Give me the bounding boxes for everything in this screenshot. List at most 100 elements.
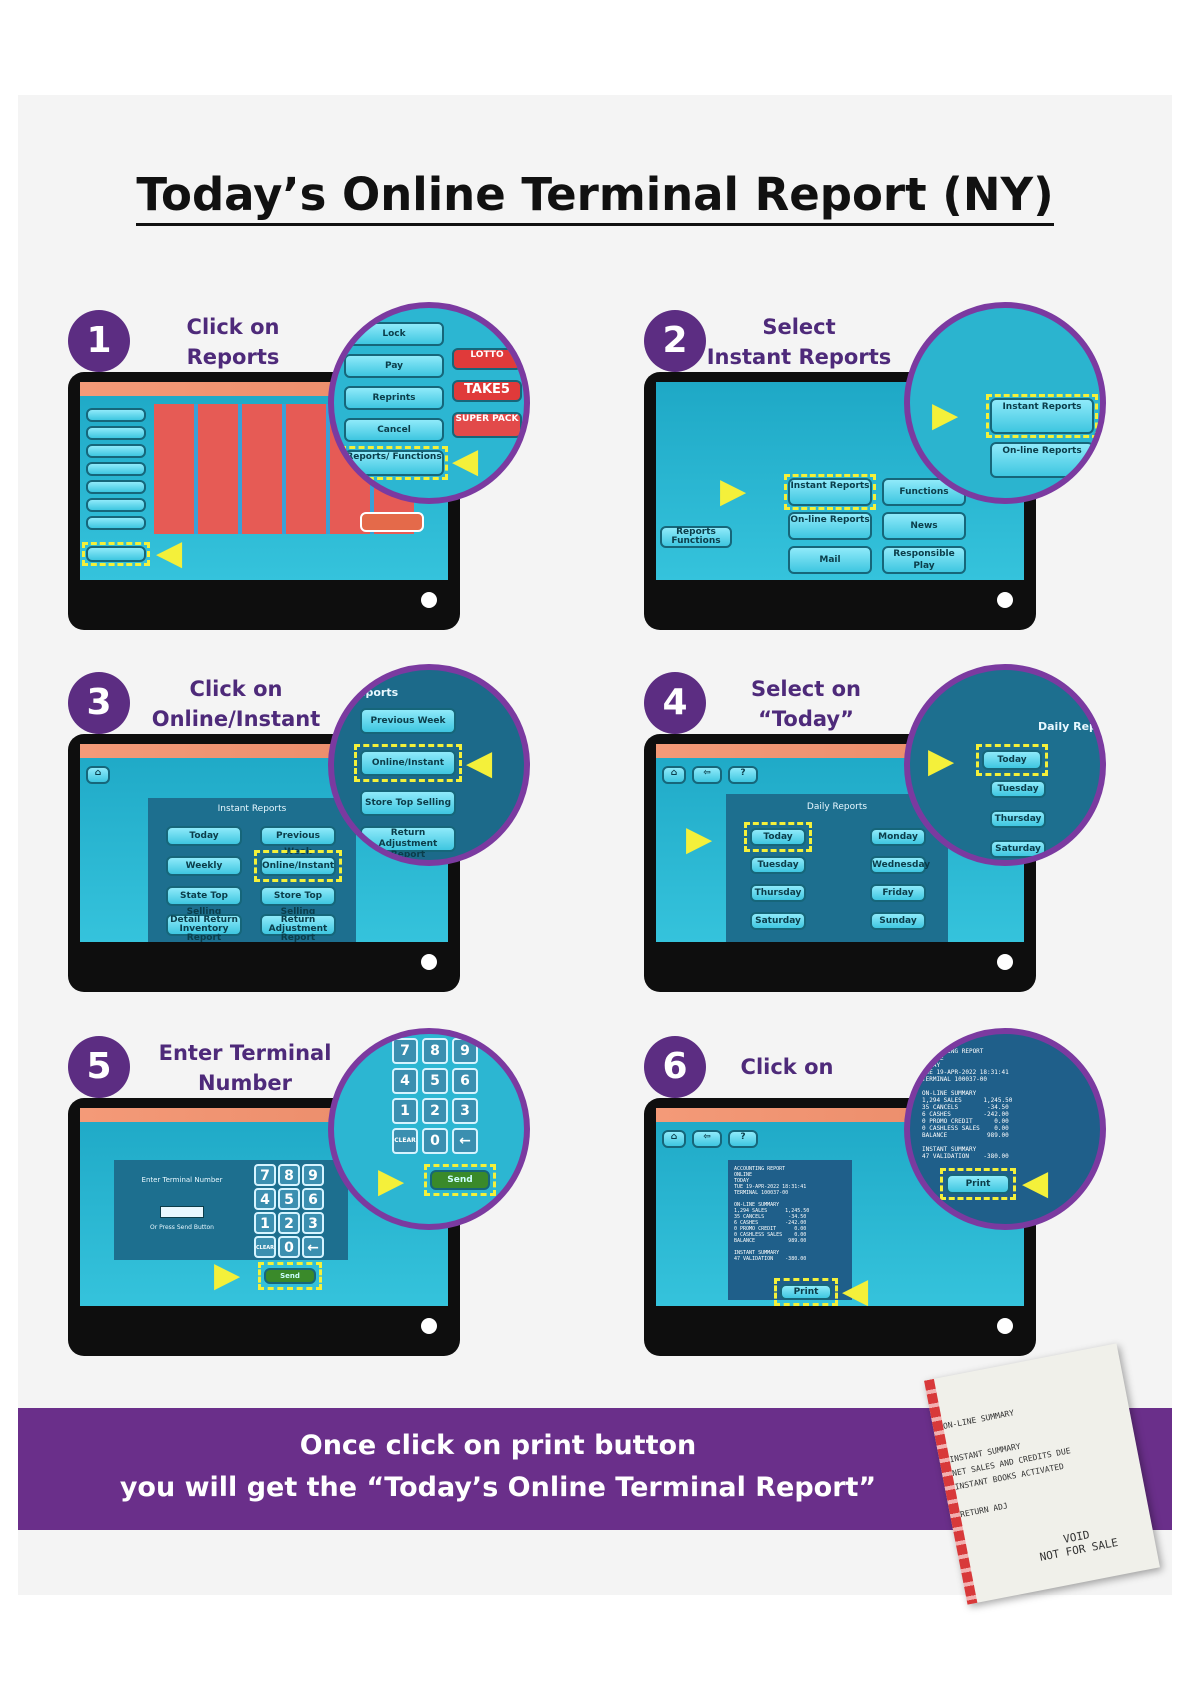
key-2[interactable]: 2 [422, 1098, 448, 1124]
responsible-play-button[interactable]: Responsible Play [882, 546, 966, 574]
key-6[interactable]: 6 [452, 1068, 478, 1094]
key-9[interactable]: 9 [302, 1164, 324, 1186]
today-button[interactable]: Today [166, 826, 242, 846]
step-number: 3 [68, 672, 130, 734]
mail-button[interactable]: Mail [788, 546, 872, 574]
print-button[interactable]: Print [780, 1284, 832, 1300]
key-8[interactable]: 8 [422, 1038, 448, 1064]
detail-return-inventory-button[interactable]: Detail Return Inventory Report [166, 914, 242, 942]
backspace-key[interactable]: ← [452, 1128, 478, 1154]
reports-functions-button[interactable]: Reports/ Functions [344, 450, 444, 476]
thursday-button[interactable]: Thursday [750, 884, 806, 902]
highlight-box [976, 744, 1048, 776]
key-1[interactable]: 1 [392, 1098, 418, 1124]
instant-reports-button[interactable]: Instant Reports [788, 478, 872, 506]
wednesday-button[interactable]: Wednesday [870, 856, 930, 874]
reports-functions-button[interactable] [86, 546, 146, 562]
home-icon[interactable]: ⌂ [86, 766, 110, 784]
key-6[interactable]: 6 [302, 1188, 324, 1210]
menu-button[interactable] [86, 426, 146, 440]
online-reports-button[interactable]: On-line Reports [788, 512, 872, 540]
terminal-number-field[interactable] [160, 1206, 204, 1218]
reprints-button[interactable]: Reprints [344, 386, 444, 410]
arrow-right-icon: ▶ [214, 1255, 241, 1295]
play-again-button[interactable] [360, 512, 424, 532]
arrow-left-icon: ◀ [452, 441, 479, 481]
store-top-selling-button[interactable]: Store Top Selling [360, 790, 456, 816]
help-icon[interactable]: ? [728, 1130, 758, 1148]
today-button[interactable]: Today [750, 828, 806, 846]
tuesday-button[interactable]: Tuesday [990, 780, 1046, 798]
take5-button[interactable]: TAKE5 [452, 380, 522, 402]
key-0[interactable]: 0 [422, 1128, 448, 1154]
home-icon[interactable]: ⌂ [662, 1130, 686, 1148]
return-adjustment-button[interactable]: Return Adjustment Report [360, 826, 456, 860]
key-5[interactable]: 5 [278, 1188, 300, 1210]
saturday-button[interactable]: Saturday [750, 912, 806, 930]
send-button[interactable]: Send [264, 1268, 316, 1284]
cancel-button[interactable]: Cancel [344, 418, 444, 442]
functions-button[interactable]: Functions [882, 478, 966, 506]
step-6: 6 Click on Print ACCOUNTING REPORT ONLIN… [594, 1028, 1114, 1366]
thursday-button[interactable]: Thursday [990, 810, 1046, 828]
instant-reports-button[interactable]: Instant Reports [990, 398, 1094, 434]
back-arrow-icon[interactable]: ⇦ [692, 766, 722, 784]
highlight-box [254, 850, 342, 882]
menu-button[interactable] [86, 498, 146, 512]
friday-button[interactable]: Friday [870, 884, 926, 902]
key-3[interactable]: 3 [452, 1098, 478, 1124]
key-9[interactable]: 9 [452, 1038, 478, 1064]
pay-button[interactable]: Pay [344, 354, 444, 378]
lock-button[interactable]: Lock [344, 322, 444, 346]
backspace-key[interactable]: ← [302, 1236, 324, 1258]
menu-button[interactable] [86, 408, 146, 422]
key-7[interactable]: 7 [254, 1164, 276, 1186]
online-reports-button[interactable]: On-line Reports [990, 442, 1094, 478]
sunday-button[interactable]: Sunday [870, 912, 926, 930]
highlight-box [774, 1278, 838, 1306]
key-2[interactable]: 2 [278, 1212, 300, 1234]
key-8[interactable]: 8 [278, 1164, 300, 1186]
home-icon[interactable]: ⌂ [662, 766, 686, 784]
key-7[interactable]: 7 [392, 1038, 418, 1064]
reports-functions-button[interactable]: Reports Functions [660, 526, 732, 548]
key-0[interactable]: 0 [278, 1236, 300, 1258]
highlight-box [986, 394, 1098, 438]
send-button[interactable]: Send [430, 1170, 490, 1190]
lotto-button[interactable]: LOTTO [452, 348, 522, 370]
highlight-box [82, 542, 150, 566]
terminal-number-label: Enter Terminal Number [141, 1176, 223, 1184]
key-4[interactable]: 4 [392, 1068, 418, 1094]
news-button[interactable]: News [882, 512, 966, 540]
saturday-button[interactable]: Saturday [990, 840, 1046, 858]
back-arrow-icon[interactable]: ⇦ [692, 1130, 722, 1148]
menu-button[interactable] [86, 516, 146, 530]
zoom-circle: ACCOUNTING REPORT ONLINE TODAY TUE 19-AP… [904, 1028, 1106, 1230]
key-clear[interactable]: CLEAR [254, 1236, 276, 1258]
key-5[interactable]: 5 [422, 1068, 448, 1094]
menu-button[interactable] [86, 444, 146, 458]
return-adjustment-button[interactable]: Return Adjustment Report [260, 914, 336, 942]
previous-week-button[interactable]: Previous Week [260, 826, 336, 857]
help-icon[interactable]: ? [728, 766, 758, 784]
arrow-right-icon: ▶ [378, 1161, 405, 1201]
monday-button[interactable]: Monday [870, 828, 926, 846]
weekly-button[interactable]: Weekly [166, 856, 242, 876]
highlight-box [940, 1168, 1016, 1200]
today-button[interactable]: Today [982, 750, 1042, 770]
menu-button[interactable] [86, 480, 146, 494]
key-4[interactable]: 4 [254, 1188, 276, 1210]
super-pack-button[interactable]: SUPER PACK [452, 412, 522, 438]
key-3[interactable]: 3 [302, 1212, 324, 1234]
print-button[interactable]: Print [946, 1174, 1010, 1194]
online-instant-button[interactable]: Online/Instant [260, 856, 336, 876]
state-top-selling-button[interactable]: State Top Selling [166, 886, 242, 917]
key-1[interactable]: 1 [254, 1212, 276, 1234]
tuesday-button[interactable]: Tuesday [750, 856, 806, 874]
store-top-selling-button[interactable]: Store Top Selling [260, 886, 336, 917]
previous-week-button[interactable]: Previous Week [360, 708, 456, 734]
menu-button[interactable] [86, 462, 146, 476]
key-clear[interactable]: CLEAR [392, 1128, 418, 1154]
online-instant-button[interactable]: Online/Instant [360, 750, 456, 776]
highlight-box [784, 474, 876, 510]
